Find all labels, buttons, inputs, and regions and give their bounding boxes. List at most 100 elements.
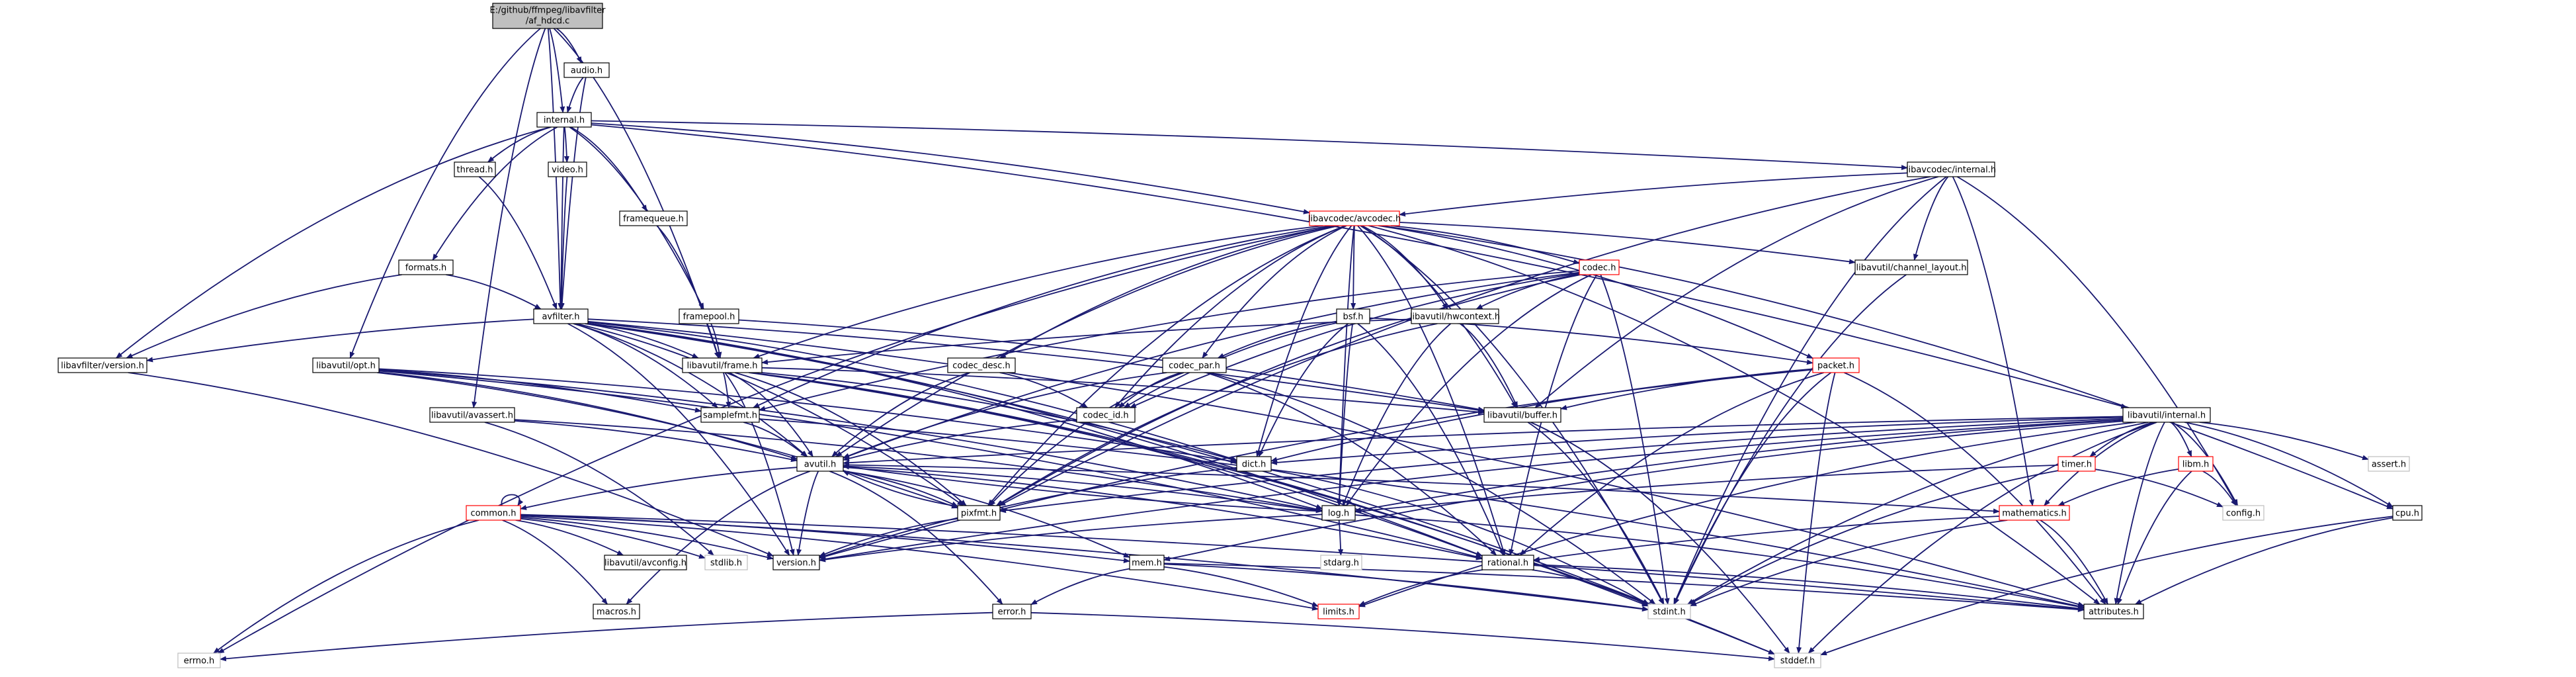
node-box-internal[interactable] [536, 112, 592, 128]
node-box-attributes[interactable] [2083, 604, 2144, 619]
node-box-framequeue[interactable] [619, 210, 688, 226]
node-box-codecpar[interactable] [1162, 357, 1227, 373]
node-box-mem[interactable] [1129, 555, 1165, 570]
node-box-log[interactable] [1321, 505, 1356, 521]
node-avconfig[interactable]: libavutil/avconfig.h [604, 555, 687, 570]
node-box-avutil[interactable] [796, 456, 844, 472]
node-box-lfversion[interactable] [58, 357, 147, 373]
node-box-avassert[interactable] [429, 407, 515, 423]
node-limits[interactable]: limits.h [1317, 604, 1360, 619]
node-box-mathematics[interactable] [1999, 505, 2070, 521]
node-opt[interactable]: libavutil/opt.h [312, 357, 380, 373]
node-box-codecid[interactable] [1076, 407, 1136, 423]
node-config[interactable]: config.h [2222, 505, 2264, 521]
node-box-assert[interactable] [2368, 456, 2410, 472]
node-version[interactable]: version.h [772, 555, 820, 570]
node-macros[interactable]: macros.h [593, 604, 640, 619]
node-frame[interactable]: libavutil/frame.h [682, 357, 763, 373]
node-box-stdint[interactable] [1647, 604, 1691, 619]
node-box-version[interactable] [772, 555, 820, 570]
node-pixfmt[interactable]: pixfmt.h [957, 505, 1001, 521]
node-internal[interactable]: internal.h [536, 112, 592, 128]
node-box-libm[interactable] [2178, 456, 2214, 472]
node-cpu[interactable]: cpu.h [2392, 505, 2423, 521]
node-hwcontext[interactable]: libavutil/hwcontext.h [1410, 308, 1500, 324]
node-box-frame[interactable] [682, 357, 763, 373]
node-box-opt[interactable] [312, 357, 380, 373]
node-avassert[interactable]: libavutil/avassert.h [429, 407, 515, 423]
node-box-stdlib[interactable] [704, 555, 748, 570]
node-common[interactable]: common.h [466, 505, 521, 521]
node-assert[interactable]: assert.h [2368, 456, 2410, 472]
node-box-hwcontext[interactable] [1411, 308, 1499, 324]
node-buffer[interactable]: libavutil/buffer.h [1483, 407, 1561, 423]
node-stdint[interactable]: stdint.h [1647, 604, 1691, 619]
node-errno[interactable]: errno.h [177, 653, 221, 668]
node-video[interactable]: video.h [548, 161, 587, 177]
node-box-video[interactable] [548, 161, 587, 177]
node-luinternal[interactable]: libavutil/internal.h [2122, 407, 2211, 423]
node-bsf[interactable]: bsf.h [1336, 308, 1370, 324]
node-box-dict[interactable] [1236, 456, 1272, 472]
node-framequeue[interactable]: framequeue.h [619, 210, 688, 226]
node-mem[interactable]: mem.h [1129, 555, 1165, 570]
node-box-audio[interactable] [563, 62, 610, 78]
node-box-macros[interactable] [593, 604, 640, 619]
node-chlayout[interactable]: libavutil/channel_layout.h [1854, 259, 1968, 275]
node-box-avconfig[interactable] [604, 555, 687, 570]
node-mathematics[interactable]: mathematics.h [1999, 505, 2070, 521]
node-rational[interactable]: rational.h [1481, 555, 1534, 570]
node-avfilter[interactable]: avfilter.h [533, 308, 589, 324]
node-box-root[interactable] [492, 3, 603, 29]
node-box-samplefmt[interactable] [700, 407, 760, 423]
node-box-codecdesc[interactable] [947, 357, 1016, 373]
node-framepool[interactable]: framepool.h [679, 308, 739, 324]
node-audio[interactable]: audio.h [563, 62, 610, 78]
node-attributes[interactable]: attributes.h [2083, 604, 2144, 619]
node-stddef[interactable]: stddef.h [1774, 653, 1821, 668]
node-lcinternal[interactable]: libavcodec/internal.h [1906, 161, 1996, 177]
node-lfversion[interactable]: libavfilter/version.h [58, 357, 147, 373]
node-box-codec[interactable] [1579, 259, 1620, 275]
node-box-buffer[interactable] [1483, 407, 1561, 423]
node-box-error[interactable] [992, 604, 1032, 619]
node-packet[interactable]: packet.h [1812, 357, 1860, 373]
node-avutil[interactable]: avutil.h [796, 456, 844, 472]
node-box-framepool[interactable] [679, 308, 739, 324]
node-codec[interactable]: codec.h [1579, 259, 1620, 275]
node-box-timer[interactable] [2057, 456, 2096, 472]
node-box-stdarg[interactable] [1320, 555, 1362, 570]
node-box-avcodec[interactable] [1309, 210, 1400, 226]
node-codecdesc[interactable]: codec_desc.h [947, 357, 1016, 373]
node-stdlib[interactable]: stdlib.h [704, 555, 748, 570]
node-box-bsf[interactable] [1336, 308, 1370, 324]
node-samplefmt[interactable]: samplefmt.h [700, 407, 760, 423]
node-stdarg[interactable]: stdarg.h [1320, 555, 1362, 570]
node-box-packet[interactable] [1812, 357, 1860, 373]
node-box-thread[interactable] [454, 161, 496, 177]
node-box-common[interactable] [466, 505, 521, 521]
node-box-lcinternal[interactable] [1907, 161, 1995, 177]
node-box-limits[interactable] [1317, 604, 1360, 619]
node-thread[interactable]: thread.h [454, 161, 496, 177]
node-libm[interactable]: libm.h [2178, 456, 2214, 472]
node-box-chlayout[interactable] [1854, 259, 1968, 275]
node-box-rational[interactable] [1481, 555, 1534, 570]
node-codecid[interactable]: codec_id.h [1076, 407, 1136, 423]
node-formats[interactable]: formats.h [398, 259, 454, 275]
node-timer[interactable]: timer.h [2057, 456, 2096, 472]
node-box-stddef[interactable] [1774, 653, 1821, 668]
node-root[interactable]: E:/github/ffmpeg/libavfilter/af_hdcd.c [490, 3, 606, 29]
node-box-formats[interactable] [398, 259, 454, 275]
node-box-cpu[interactable] [2392, 505, 2423, 521]
node-box-pixfmt[interactable] [957, 505, 1001, 521]
node-box-config[interactable] [2222, 505, 2264, 521]
node-error[interactable]: error.h [992, 604, 1032, 619]
node-log[interactable]: log.h [1321, 505, 1356, 521]
node-box-errno[interactable] [177, 653, 221, 668]
node-box-luinternal[interactable] [2122, 407, 2211, 423]
node-dict[interactable]: dict.h [1236, 456, 1272, 472]
node-codecpar[interactable]: codec_par.h [1162, 357, 1227, 373]
node-box-avfilter[interactable] [533, 308, 589, 324]
node-avcodec[interactable]: libavcodec/avcodec.h [1308, 210, 1401, 226]
